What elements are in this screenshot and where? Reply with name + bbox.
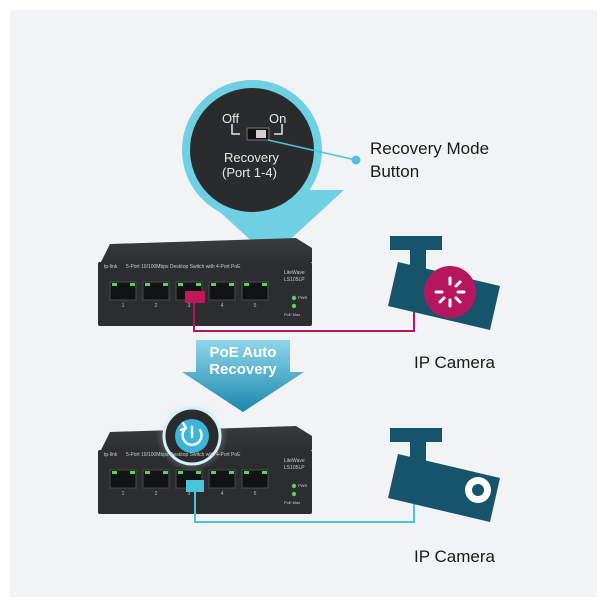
camera-link-fault — [193, 303, 415, 332]
camera-bottom — [388, 428, 500, 522]
port-led — [130, 283, 135, 286]
off-label: Off — [222, 111, 240, 126]
ethernet-port[interactable] — [241, 469, 269, 489]
ethernet-port[interactable] — [208, 469, 236, 489]
ethernet-port[interactable] — [109, 469, 137, 489]
loading-spinner-icon — [434, 276, 466, 308]
pwr-led — [291, 295, 297, 301]
camera-link-ok — [194, 492, 415, 523]
arrow-label-line1: PoE Auto — [209, 344, 277, 361]
switch-top-description: 5-Port 10/100Mbps Desktop Switch with 4-… — [126, 264, 241, 270]
switch-top-model: LS105LP — [284, 277, 305, 283]
port-led — [112, 471, 117, 474]
port-led — [145, 471, 150, 474]
callout-circle — [182, 80, 322, 220]
port-number: 5 — [254, 491, 257, 497]
switch-top: 1 2 3 4 5 — [98, 238, 312, 326]
port-led — [130, 471, 135, 474]
port-led — [229, 283, 234, 286]
port-led — [262, 283, 267, 286]
ethernet-port[interactable] — [142, 281, 170, 301]
port-led — [211, 471, 216, 474]
switch-top-brand: tp-link — [104, 264, 118, 270]
port-number: 4 — [221, 491, 224, 497]
port-led — [244, 283, 249, 286]
port-led — [229, 471, 234, 474]
recovery-toggle-knob — [256, 130, 266, 138]
port-led — [211, 283, 216, 286]
camera-bottom-body — [388, 454, 500, 522]
switch-bottom-poe-max-label: PoE Max — [284, 500, 301, 505]
on-label: On — [269, 111, 287, 126]
port-number: 2 — [155, 303, 158, 309]
port-led — [163, 283, 168, 286]
port-led — [145, 283, 150, 286]
pwr-led — [291, 483, 297, 489]
port-led — [196, 283, 201, 286]
poe-max-led — [291, 303, 297, 309]
camera-lens-inner — [472, 484, 484, 496]
annotation-connector — [267, 139, 361, 165]
switch-top-lid — [98, 238, 312, 268]
recovery-mode-label-line1: Recovery Mode — [370, 139, 490, 158]
ethernet-port[interactable] — [241, 281, 269, 301]
port-number: 1 — [122, 303, 125, 309]
switch-bottom-description: 5-Port 10/100Mbps Desktop Switch with 4-… — [126, 452, 241, 458]
alert-icon-disc — [424, 266, 476, 318]
port-number: 2 — [155, 491, 158, 497]
recovery-button-ports: (Port 1-4) — [222, 165, 277, 180]
ethernet-port[interactable] — [142, 469, 170, 489]
poe-max-led — [291, 491, 297, 497]
port-number: 5 — [254, 303, 257, 309]
port-number: 1 — [122, 491, 125, 497]
recovery-callout — [182, 80, 344, 258]
ip-camera-label-top: IP Camera — [414, 353, 495, 372]
switch-bottom-front — [98, 450, 312, 514]
port-number: 3 — [188, 303, 191, 309]
switch-top-side-brand: LiteWave — [284, 270, 305, 276]
camera-top — [388, 236, 500, 330]
port-number: 3 — [188, 491, 191, 497]
recovery-button-title: Recovery — [224, 150, 279, 165]
switch-bottom-side-brand: LiteWave — [284, 458, 305, 464]
port-led — [178, 283, 183, 286]
ethernet-port[interactable] — [109, 281, 137, 301]
port-led — [112, 283, 117, 286]
switch-bottom-model: LS105LP — [284, 465, 305, 471]
switch-bottom-brand: tp-link — [104, 452, 118, 458]
recovery-arrow — [182, 340, 304, 412]
off-bracket — [231, 124, 240, 135]
power-refresh-icon — [179, 421, 203, 446]
port-led — [163, 471, 168, 474]
recovery-mode-label-line2: Button — [370, 162, 420, 181]
highlighted-port-alert — [185, 291, 205, 303]
switch-top-poe-max-label: PoE Max — [284, 312, 301, 317]
ethernet-port[interactable] — [208, 281, 236, 301]
port-number: 4 — [221, 303, 224, 309]
switch-top-pwr-label: PWR — [298, 295, 308, 300]
ip-camera-label-bottom: IP Camera — [414, 547, 495, 566]
highlighted-port-ok — [186, 480, 204, 492]
port-led — [196, 471, 201, 474]
on-bracket — [274, 124, 283, 135]
switch-bottom: 1 2 3 4 5 — [98, 400, 312, 514]
port-led — [178, 471, 183, 474]
arrow-label-line2: Recovery — [209, 361, 277, 378]
connector-dot — [351, 155, 361, 165]
port-led — [262, 471, 267, 474]
switch-bottom-pwr-label: PWR — [298, 483, 308, 488]
port-led — [244, 471, 249, 474]
